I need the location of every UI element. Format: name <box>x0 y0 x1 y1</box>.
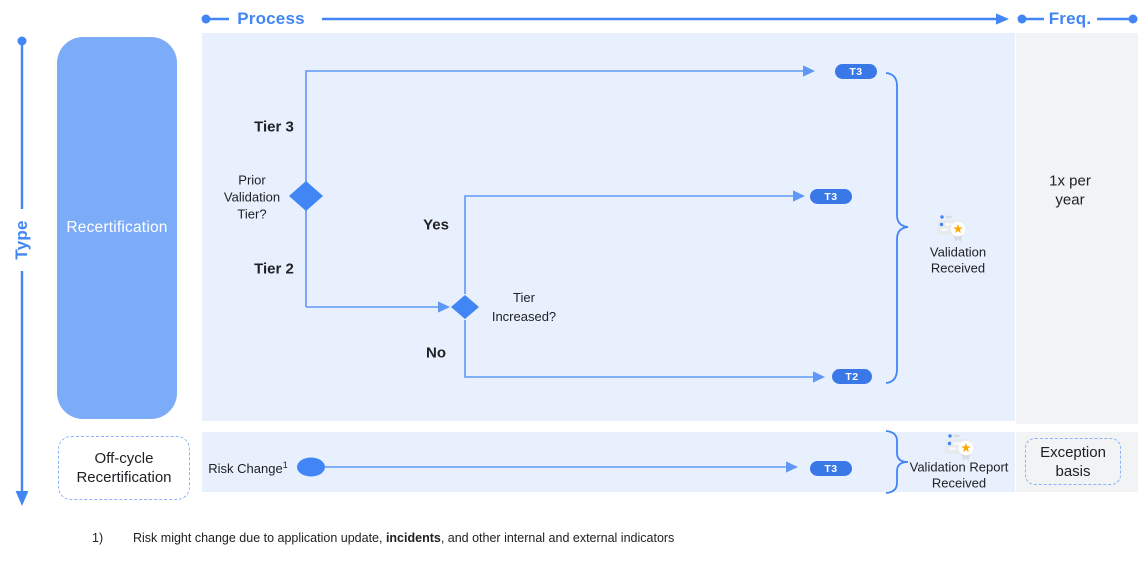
tier-badge-t2: T2 <box>832 369 872 384</box>
validation-received-label: Validation Received <box>929 244 987 276</box>
footnote-text-pre: Risk might change due to application upd… <box>133 531 386 545</box>
yes-branch-label: Yes <box>423 216 449 234</box>
process-axis-start-dot <box>201 14 211 24</box>
validation-report-certificate-icon <box>944 433 978 468</box>
risk-change-label: Risk Change1 <box>208 457 287 477</box>
no-branch-label: No <box>426 344 446 362</box>
risk-change-text: Risk Change <box>208 461 283 477</box>
tier-badge-t3-top: T3 <box>835 64 877 79</box>
frequency-exception-box: Exception basis <box>1025 438 1121 485</box>
tier3-branch-label: Tier 3 <box>254 118 294 136</box>
tier2-branch-label: Tier 2 <box>254 260 294 278</box>
tier-badge-t3-mid: T3 <box>810 189 852 204</box>
type-axis-label: Type <box>12 220 31 260</box>
process-axis-label: Process <box>237 9 305 28</box>
exception-basis-label: Exception basis <box>1040 443 1106 480</box>
process-axis <box>201 13 1009 25</box>
type-box-recertification: Recertification <box>57 37 177 419</box>
type-box-offcycle-recertification: Off-cycle Recertification <box>58 436 190 500</box>
type-axis <box>15 36 29 506</box>
risk-change-footnote-ref: 1 <box>282 459 288 470</box>
type-axis-start-dot <box>17 36 27 46</box>
tier-badge-t3-offcycle: T3 <box>810 461 852 476</box>
footnote-marker: 1) <box>92 531 104 545</box>
process-axis-arrowhead <box>996 13 1009 25</box>
freq-axis-right-dot <box>1128 14 1138 24</box>
validation-report-received-label: Validation Report Received <box>909 459 1009 491</box>
tier-increased-question: Tier Increased? <box>491 290 557 324</box>
freq-axis-label: Freq. <box>1048 9 1092 28</box>
process-panel-offcycle <box>202 432 1015 492</box>
recertification-label: Recertification <box>66 219 168 236</box>
type-axis-arrowhead <box>15 491 29 506</box>
prior-validation-question: Prior Validation Tier? <box>223 172 281 222</box>
freq-axis-left-dot <box>1017 14 1027 24</box>
frequency-yearly-label: 1x per year <box>1049 172 1091 209</box>
validation-certificate-icon <box>936 214 970 249</box>
footnote-text-bold: incidents <box>385 531 441 545</box>
footnote-text: Risk might change due to application upd… <box>133 531 674 545</box>
offcycle-recertification-label: Off-cycle Recertification <box>76 450 172 486</box>
process-panel-recertification <box>202 33 1015 421</box>
freq-panel-recertification <box>1016 33 1138 424</box>
footnote-text-post: , and other internal and external indica… <box>440 531 675 545</box>
